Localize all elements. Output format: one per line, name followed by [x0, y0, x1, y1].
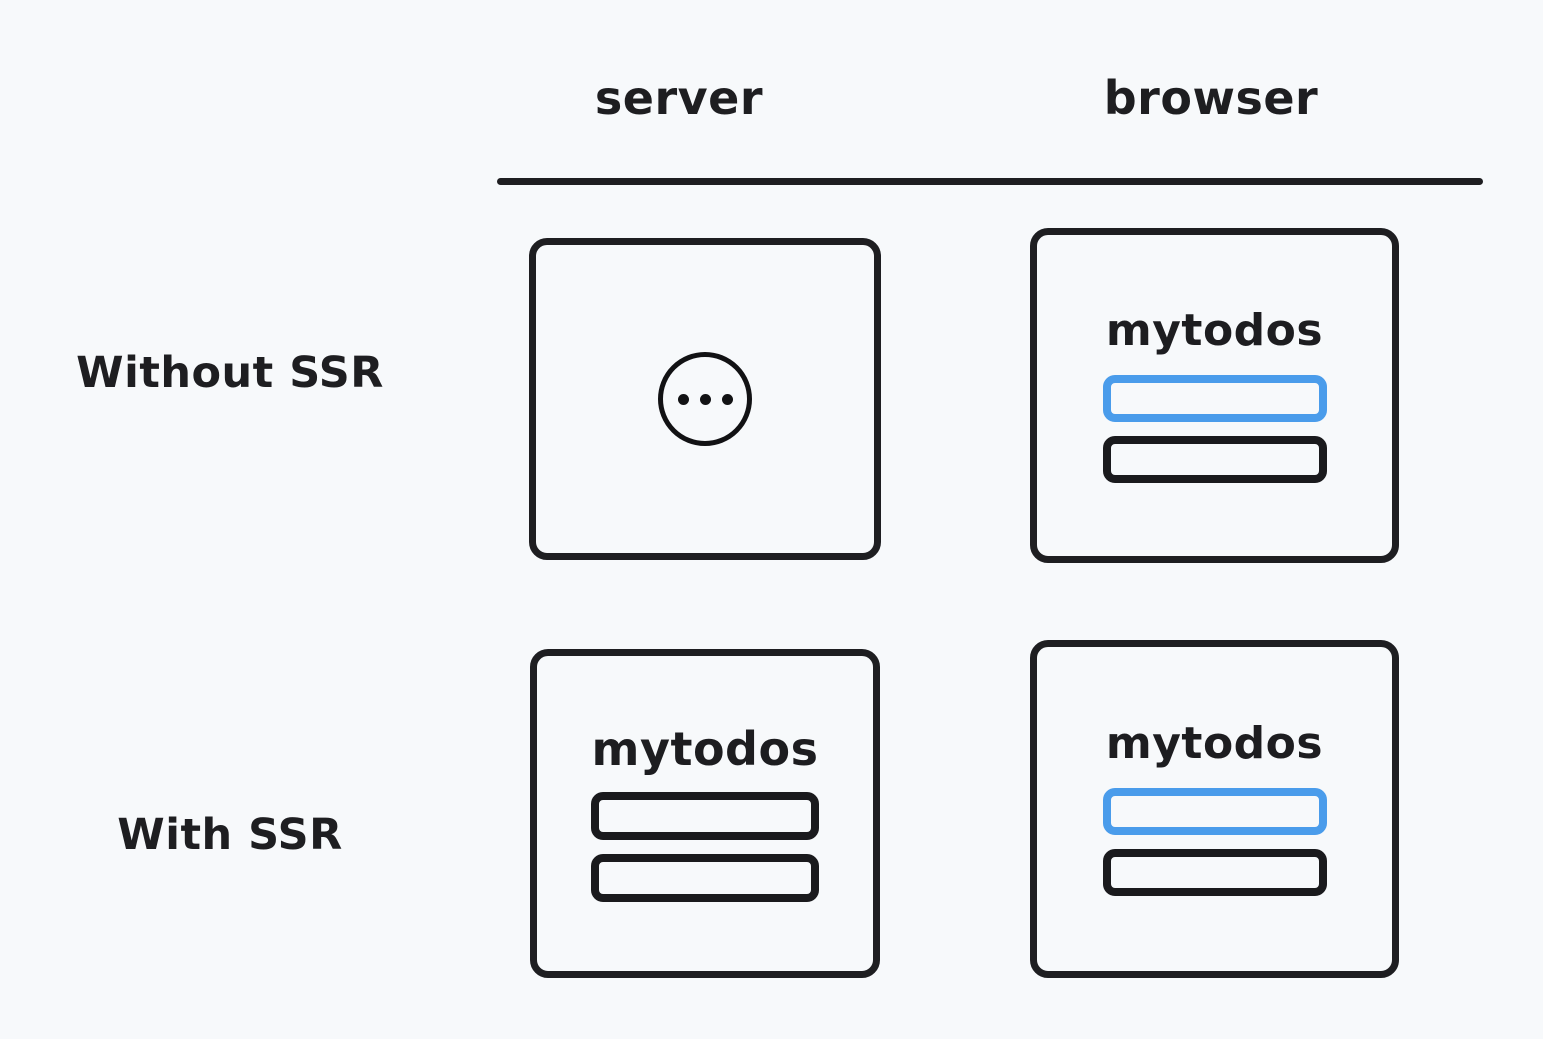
todo-list: [1102, 374, 1327, 483]
app-title: mytodos: [591, 721, 819, 776]
app-mock: mytodos: [1037, 235, 1392, 556]
cell-without-ssr-browser: mytodos: [1030, 228, 1399, 563]
cell-with-ssr-server: mytodos: [530, 649, 880, 978]
ellipsis-circle-icon: [658, 352, 752, 446]
cell-without-ssr-server: [529, 238, 881, 560]
todo-list: [591, 791, 819, 902]
app-mock: mytodos: [1037, 647, 1392, 971]
todo-row: [591, 853, 819, 902]
todo-row: [1102, 849, 1327, 896]
row-label-without-ssr: Without SSR: [76, 348, 384, 398]
row-label-with-ssr: With SSR: [117, 810, 343, 860]
ellipsis-dot-2: [699, 393, 711, 405]
column-header-browser: browser: [1103, 71, 1319, 125]
todo-row: [591, 791, 819, 840]
todo-row: [1102, 374, 1327, 422]
header-divider-line: [497, 178, 1483, 185]
todo-list: [1102, 788, 1327, 896]
ellipsis-dot-1: [677, 393, 689, 405]
app-title: mytodos: [1105, 718, 1324, 769]
cell-with-ssr-browser: mytodos: [1030, 640, 1399, 978]
todo-row: [1102, 435, 1327, 483]
app-title: mytodos: [1105, 304, 1324, 356]
app-mock: mytodos: [537, 656, 873, 971]
loading-state: [536, 245, 874, 553]
column-header-server: server: [594, 71, 764, 125]
todo-row: [1102, 788, 1327, 835]
ellipsis-dot-3: [721, 393, 733, 405]
